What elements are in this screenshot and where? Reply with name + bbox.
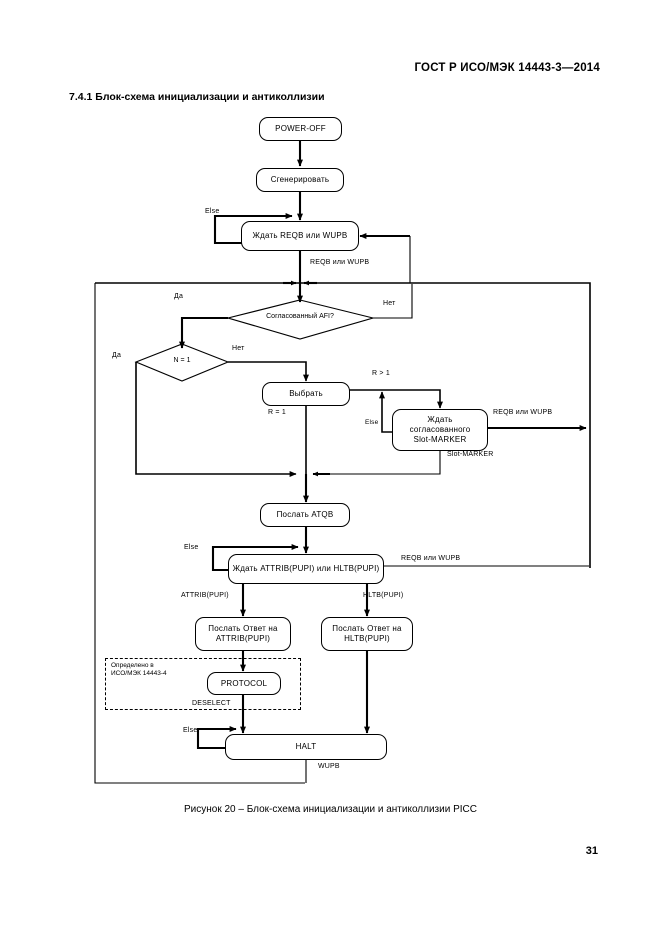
node-protocol[interactable]: PROTOCOL — [207, 672, 281, 695]
edge-label-reqb-wupb-main: REQB или WUPB — [310, 259, 370, 266]
node-label: Ждать REQB или WUPB — [252, 231, 348, 240]
node-label: N = 1 — [173, 357, 191, 364]
node-select[interactable]: Выбрать — [262, 382, 350, 406]
node-label: PROTOCOL — [220, 678, 268, 688]
edge-label-reqb-wupb-slot: REQB или WUPB — [493, 409, 553, 416]
edge-label-yes-n1: Да — [112, 352, 122, 359]
node-label-line2: Slot-MARKER — [413, 435, 467, 444]
section-title: 7.4.1 Блок-схема инициализации и антикол… — [69, 91, 325, 103]
edge-label-r-eq-1: R = 1 — [268, 409, 286, 416]
node-power-off[interactable]: POWER-OFF — [259, 117, 342, 141]
page-number: 31 — [585, 845, 598, 857]
node-label: HALT — [295, 742, 317, 751]
node-label: Сгенерировать — [270, 175, 330, 184]
node-wait-reqb-wupb[interactable]: Ждать REQB или WUPB — [241, 221, 359, 251]
node-send-atqb[interactable]: Послать ATQB — [260, 503, 350, 527]
node-label: POWER-OFF — [275, 124, 326, 133]
edge-label-wupb: WUPB — [318, 763, 340, 770]
edge-label-slot-marker: Slot-MARKER — [447, 451, 494, 458]
node-reply-hltb[interactable]: Послать Ответ на HLTB(PUPI) — [321, 617, 413, 651]
decision-matched-afi[interactable]: Согласованный AFI? — [238, 313, 362, 320]
figure-caption: Рисунок 20 – Блок-схема инициализации и … — [183, 804, 477, 815]
node-generate[interactable]: Сгенерировать — [256, 168, 344, 192]
node-wait-slot-marker[interactable]: Ждать согласованного Slot-MARKER — [392, 409, 488, 451]
edge-label-deselect: DESELECT — [192, 700, 231, 707]
region-label-line2: ИСО/МЭК 14443-4 — [111, 670, 167, 678]
edge-label-attrib-pupi: ATTRIB(PUPI) — [181, 592, 229, 599]
edge-label-yes-afi: Да — [174, 293, 184, 300]
edge-label-r-gt-1: R > 1 — [372, 370, 390, 377]
node-halt[interactable]: HALT — [225, 734, 387, 760]
node-label: Выбрать — [289, 389, 323, 398]
node-wait-attrib-hltb[interactable]: Ждать ATTRIB(PUPI) или HLTB(PUPI) — [228, 554, 384, 584]
node-label-line1: Послать Ответ на — [208, 624, 278, 633]
node-reply-attrib[interactable]: Послать Ответ на ATTRIB(PUPI) — [195, 617, 291, 651]
node-label-line1: Послать Ответ на — [332, 624, 402, 633]
document-header: ГОСТ Р ИСО/МЭК 14443-3—2014 — [414, 62, 600, 74]
edge-label-reqb-wupb-attrib: REQB или WUPB — [401, 555, 461, 562]
region-label-line1: Определено в — [111, 662, 154, 669]
edge-label-hltb-pupi: HLTB(PUPI) — [363, 592, 404, 599]
node-label: Ждать ATTRIB(PUPI) или HLTB(PUPI) — [232, 564, 380, 573]
node-label-line2: ATTRIB(PUPI) — [215, 634, 271, 643]
edge-label-no-afi: Нет — [383, 300, 396, 307]
node-label: Послать ATQB — [276, 510, 334, 519]
edge-label-else-top: Else — [205, 208, 220, 215]
edge-label-else-halt: Else — [183, 727, 198, 734]
edge-label-no-n1: Нет — [232, 345, 245, 352]
iso-14443-4-region — [105, 658, 301, 710]
node-label-line2: HLTB(PUPI) — [344, 634, 390, 643]
decision-n-equals-1[interactable]: N = 1 — [152, 357, 212, 364]
edge-label-else-atqb: Else — [184, 544, 199, 551]
node-label-line1: Ждать согласованного — [409, 415, 471, 434]
node-label: Согласованный AFI? — [266, 313, 334, 320]
edge-label-else-slot: Else — [365, 419, 379, 426]
